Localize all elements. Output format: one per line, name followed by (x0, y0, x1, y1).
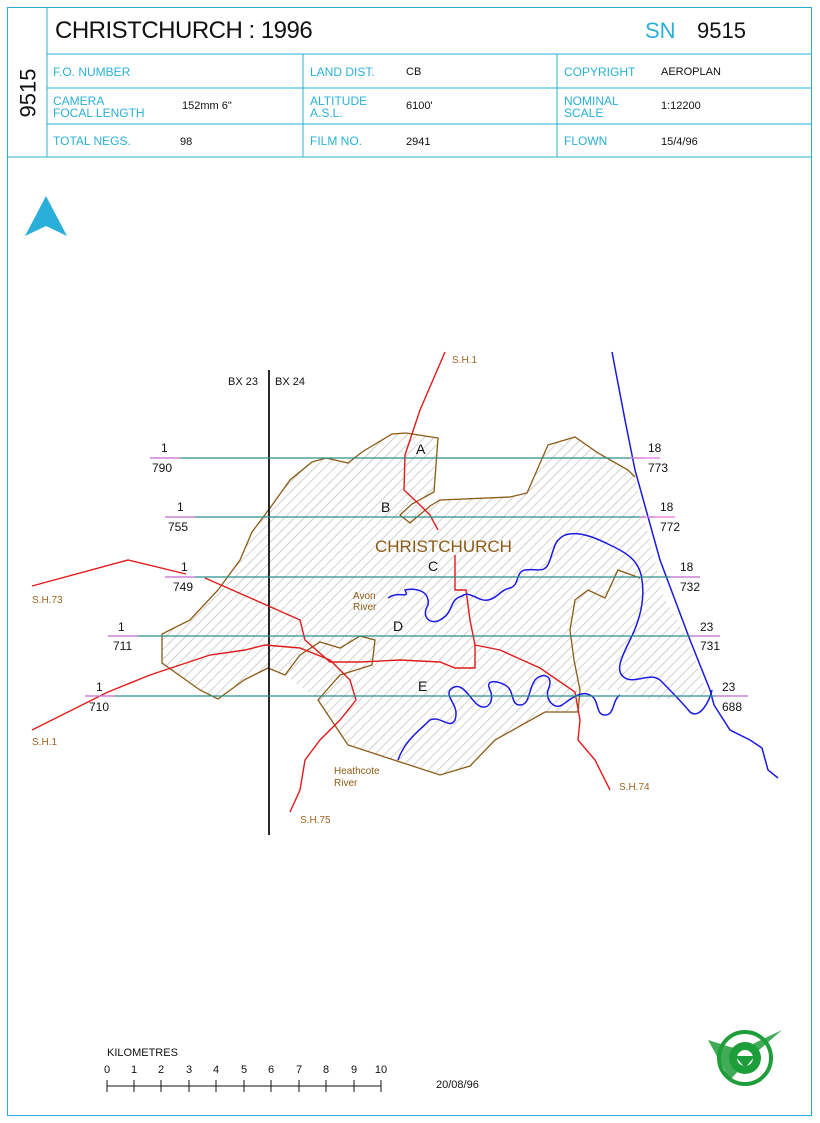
sn-label: SN (645, 18, 676, 43)
rivers (387, 351, 779, 779)
run-b-end-film: 772 (660, 520, 680, 534)
run-c-end-film: 732 (680, 580, 700, 594)
run-d-start-frame: 1 (118, 620, 125, 634)
total-negs-label: TOTAL NEGS. (53, 134, 131, 148)
run-a-start-frame: 1 (161, 441, 168, 455)
run-b-letter: B (381, 499, 390, 515)
print-date: 20/08/96 (436, 1079, 479, 1091)
heathcote-river-label-1: Heathcote (334, 766, 380, 777)
svg-text:10: 10 (375, 1064, 387, 1076)
run-e-start-film: 710 (89, 700, 109, 714)
svg-text:N: N (43, 233, 49, 242)
flown-label: FLOWN (564, 134, 608, 148)
svg-text:1: 1 (131, 1064, 137, 1076)
road-label-sh75: S.H.75 (300, 815, 331, 826)
run-e-end-frame: 23 (722, 680, 736, 694)
run-d-end-film: 731 (700, 639, 720, 653)
svg-text:5: 5 (241, 1064, 247, 1076)
land-dist-label: LAND DIST. (310, 65, 375, 79)
copyright-label: COPYRIGHT (564, 65, 636, 79)
camera-value: 152mm 6" (182, 100, 232, 112)
city-boundary-west (161, 432, 641, 776)
altitude-value: 6100' (406, 100, 433, 112)
total-negs-value: 98 (180, 136, 193, 148)
heathcote-river-label-2: River (334, 778, 358, 789)
scale-bar-ticks: 0 1 2 3 4 5 6 7 8 9 10 (104, 1064, 387, 1076)
north-arrow-icon: N (25, 196, 67, 242)
run-d-letter: D (393, 618, 403, 634)
flight-lines (85, 457, 748, 697)
svg-text:0: 0 (104, 1064, 110, 1076)
flown-value: 15/4/96 (661, 136, 698, 148)
film-no-label: FILM NO. (310, 134, 363, 148)
run-d-start-film: 711 (113, 639, 132, 653)
run-e-end-film: 688 (722, 700, 742, 714)
svg-text:6: 6 (268, 1064, 274, 1076)
svg-text:9: 9 (351, 1064, 357, 1076)
run-e-letter: E (418, 678, 427, 694)
avon-river-label-2: River (353, 602, 377, 613)
run-b-start-frame: 1 (177, 500, 184, 514)
sn-value: 9515 (697, 18, 746, 43)
svg-text:3: 3 (186, 1064, 192, 1076)
run-c-start-film: 749 (173, 580, 193, 594)
scale-bar (106, 1080, 382, 1092)
grid-label-bx23: BX 23 (228, 376, 258, 388)
svg-text:7: 7 (296, 1064, 302, 1076)
svg-text:2: 2 (158, 1064, 164, 1076)
run-a-start-film: 790 (152, 461, 172, 475)
run-a-end-frame: 18 (648, 441, 662, 455)
copyright-value: AEROPLAN (661, 66, 721, 78)
svg-text:8: 8 (323, 1064, 329, 1076)
run-a-end-film: 773 (648, 461, 668, 475)
road-label-sh74: S.H.74 (619, 782, 650, 793)
fo-number-label: F.O. NUMBER (53, 65, 131, 79)
run-d-end-frame: 23 (700, 620, 714, 634)
city-boundary (399, 432, 636, 524)
run-a-letter: A (416, 441, 426, 457)
road-label-sh73: S.H.73 (32, 595, 63, 606)
run-c-start-frame: 1 (181, 560, 188, 574)
nz-aerial-mapping-logo (708, 1030, 782, 1086)
map-sheet-frame (7, 7, 812, 1116)
run-c-letter: C (428, 558, 438, 574)
run-b-start-film: 755 (168, 520, 188, 534)
run-e-start-frame: 1 (96, 680, 103, 694)
page-title: CHRISTCHURCH : 1996 (55, 17, 313, 44)
nominal-scale-value: 1:12200 (661, 100, 701, 112)
city-label: CHRISTCHURCH (375, 537, 512, 556)
run-c-end-frame: 18 (680, 560, 694, 574)
grid-label-bx24: BX 24 (275, 376, 305, 388)
road-label-sh1-south: S.H.1 (32, 737, 57, 748)
state-highways (31, 351, 611, 813)
svg-text:4: 4 (213, 1064, 219, 1076)
run-b-end-frame: 18 (660, 500, 674, 514)
scale-bar-label: KILOMETRES (107, 1047, 178, 1059)
avon-river-label-1: Avon (353, 591, 376, 602)
film-no-value: 2941 (406, 136, 431, 148)
land-dist-value: CB (406, 66, 422, 78)
road-label-sh1-north: S.H.1 (452, 355, 477, 366)
